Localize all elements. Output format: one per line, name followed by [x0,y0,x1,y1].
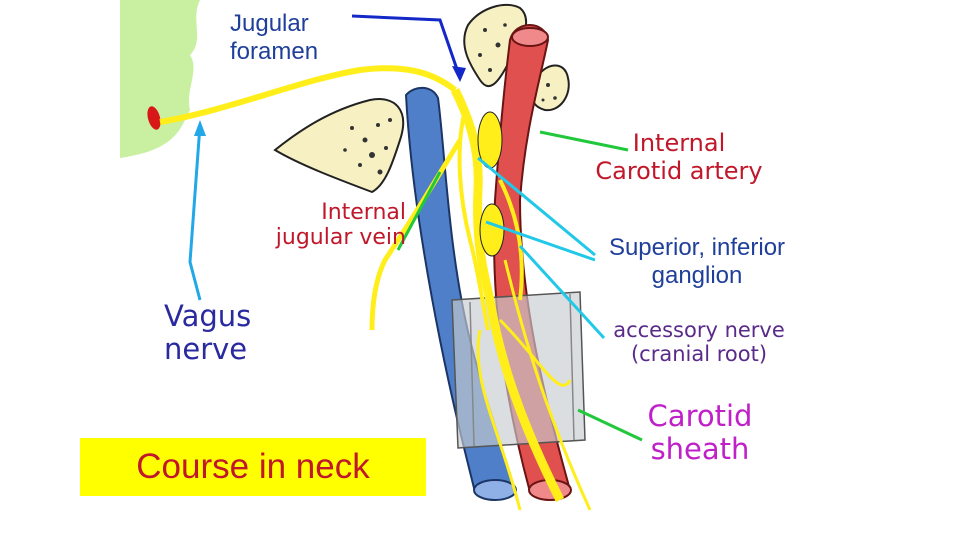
label-vagus-nerve: Vagus nerve [164,299,252,367]
pointer-vagus [188,124,202,301]
course-in-neck-banner: Course in neck [80,438,426,496]
pointer-vagus-arrowhead [194,120,206,136]
label-internal-carotid-artery: Internal Carotid artery [595,129,763,185]
pointer-ijv [396,171,442,251]
sheath-fold [469,301,475,447]
pointer-ganglion-lower [485,220,596,262]
petrous-bone [273,98,405,194]
label-internal-jugular-vein: Internal jugular vein [275,200,406,251]
bone-dots [343,23,557,175]
ijv-cut-end [473,479,517,501]
label-superior-inferior-ganglion: Superior, inferior ganglion [608,234,786,289]
label-jugular-foramen: Jugular foramen [230,10,319,65]
pointer-accessory [518,244,606,340]
ica-top-end [511,27,549,47]
pointer-jugular-foramen-arrowhead [452,66,466,82]
course-in-neck-title: Course in neck [136,447,370,486]
sheath-fold-2 [569,293,575,441]
red-dot-marker [147,106,161,130]
pointer-sheath [577,408,643,442]
pointer-jugular-foramen [351,14,462,79]
nerve-bundle [159,65,592,511]
carotid-sheath [451,291,586,449]
label-carotid-sheath: Carotid sheath [647,399,753,467]
label-accessory-nerve: accessory nerve (cranial root) [613,318,785,367]
pointer-ganglion-upper [477,156,596,257]
skull-base-shape [120,0,200,158]
pointer-ica [539,130,629,152]
